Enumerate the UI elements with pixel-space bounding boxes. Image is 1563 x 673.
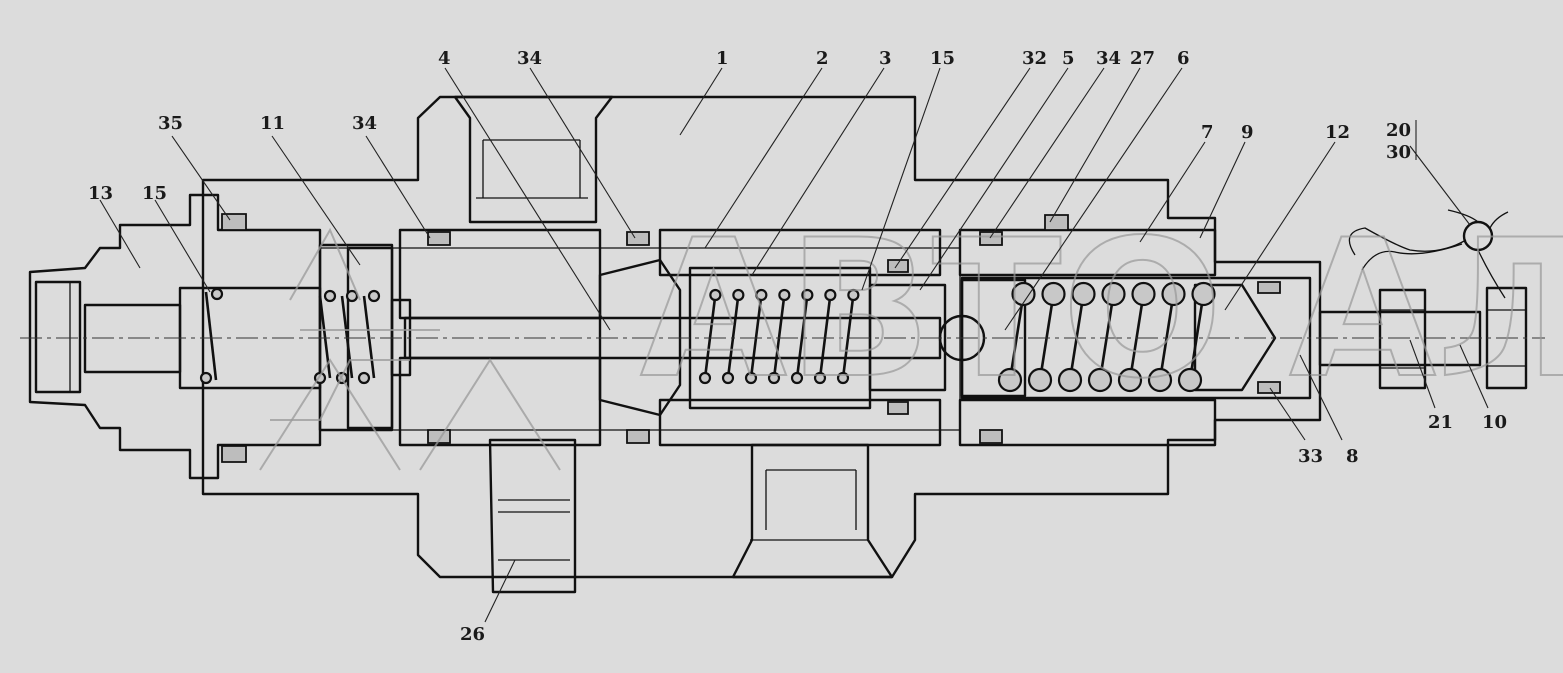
callout-13: 13 (88, 183, 113, 204)
right-cartridge (958, 214, 1312, 447)
callout-7: 7 (1201, 122, 1214, 143)
callout-5: 5 (1062, 48, 1075, 69)
callout-35: 35 (158, 113, 183, 134)
watermark: АВТО АЛЬЯНС (259, 198, 1563, 471)
callout-27: 27 (1130, 48, 1155, 69)
callout-21: 21 (1428, 412, 1453, 433)
callout-3: 3 (879, 48, 892, 69)
callout-30: 30 (1386, 142, 1411, 163)
springs (199, 281, 1216, 393)
callout-leaders (99, 67, 1489, 623)
lead-seal (1348, 209, 1509, 299)
watermark-text: АВТО АЛЬЯНС (640, 199, 1563, 420)
callout-9: 9 (1241, 122, 1254, 143)
callout-26: 26 (460, 624, 485, 645)
callout-15-top: 15 (930, 48, 955, 69)
left-plug (28, 193, 322, 480)
valve-stem (398, 228, 942, 447)
callout-6: 6 (1177, 48, 1190, 69)
callout-8: 8 (1346, 446, 1359, 467)
callout-4: 4 (438, 48, 451, 69)
callout-10: 10 (1482, 412, 1507, 433)
callout-33: 33 (1298, 446, 1323, 467)
callout-labels: 13 15 35 11 34 4 34 1 2 3 15 32 5 34 27 … (88, 48, 1507, 645)
callout-32: 32 (1022, 48, 1047, 69)
piston-11 (318, 243, 412, 432)
callout-1: 1 (716, 48, 729, 69)
callout-34-left: 34 (352, 113, 377, 134)
adjusting-screw (1318, 286, 1528, 390)
callout-34-top: 34 (517, 48, 542, 69)
callout-15-left: 15 (142, 183, 167, 204)
callout-34-right: 34 (1096, 48, 1121, 69)
spring-cartridge (658, 228, 947, 447)
callout-20: 20 (1386, 120, 1411, 141)
callout-2: 2 (816, 48, 829, 69)
callout-11: 11 (260, 113, 285, 134)
callout-12: 12 (1325, 122, 1350, 143)
